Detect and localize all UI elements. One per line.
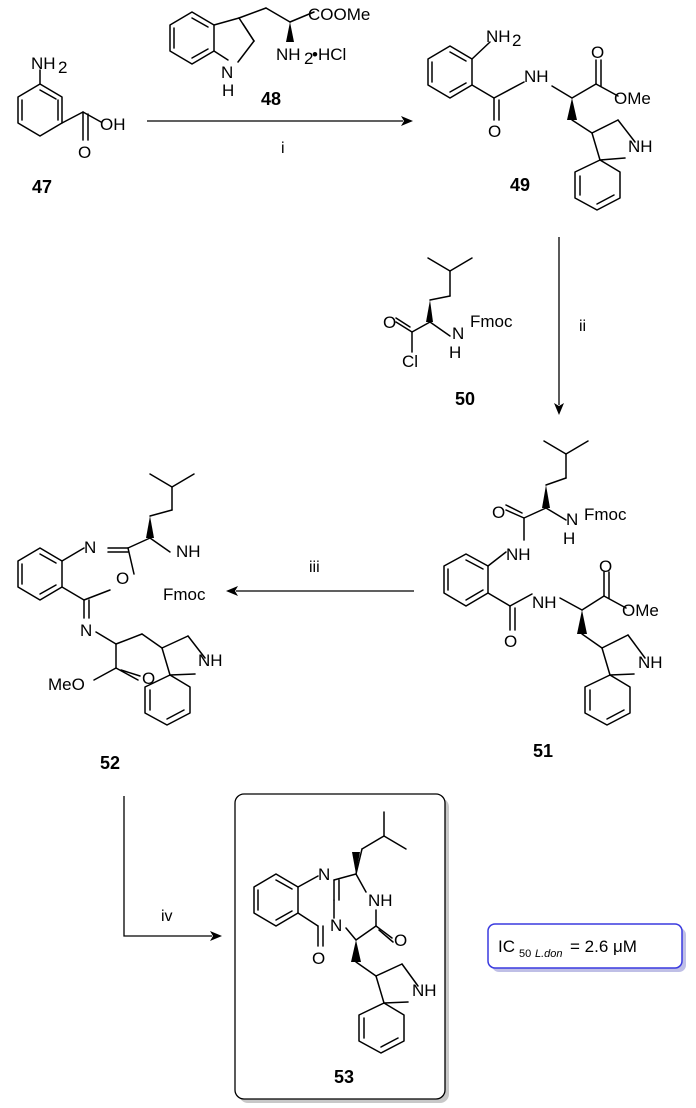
atom-nh-51b: NH (532, 593, 557, 612)
atom-nh-52: NH (176, 542, 201, 561)
atom-nh2-hcl: NH (276, 45, 301, 64)
atom-h-indole: H (222, 81, 234, 100)
ic50-value: = 2.6 μM (570, 937, 637, 956)
compound-label-49: 49 (510, 175, 530, 195)
ic50-sub-num: 50 (519, 948, 531, 960)
arrow-step-iii (226, 586, 414, 596)
atom-o-51b: O (504, 632, 517, 651)
atom-o-50: O (383, 313, 396, 332)
compound-52-structure: N O NH Fmoc N MeO O NH (17, 473, 223, 726)
atom-nh-53: NH (368, 891, 393, 910)
atom-coome: COOMe (308, 5, 370, 24)
atom-n-52b: N (80, 621, 92, 640)
atom-o-53a: O (312, 949, 325, 968)
compound-label-47: 47 (32, 177, 52, 197)
atom-sub-2: 2 (58, 58, 67, 77)
atom-n-53a: N (318, 865, 330, 884)
atom-fmoc-51: Fmoc (584, 505, 627, 524)
atom-ome-51: OMe (622, 601, 659, 620)
ic50-box (487, 923, 683, 969)
atom-nh2: NH (31, 54, 56, 73)
atom-o-ester-49: O (591, 43, 604, 62)
atom-o-amide-49: O (488, 122, 501, 141)
compound-label-48: 48 (261, 89, 281, 109)
compound-label-50: 50 (455, 389, 475, 409)
compound-51-structure: O N H Fmoc NH O NH O OMe NH (443, 440, 663, 726)
atom-hcl: •HCl (312, 45, 346, 64)
atom-o: O (78, 143, 91, 162)
atom-meo-52: MeO (48, 675, 85, 694)
arrow-step-iv (123, 796, 222, 941)
arrow-step-i (147, 116, 413, 126)
step-label-ii: ii (579, 318, 586, 335)
atom-nh-amide-49: NH (524, 67, 549, 86)
atom-o-51c: O (599, 557, 612, 576)
compound-48-structure: N H COOMe NH 2 •HCl (169, 5, 370, 100)
atom-oh: OH (100, 115, 126, 134)
step-label-iii: iii (309, 559, 320, 576)
atom-nh2-49: NH (486, 27, 511, 46)
atom-nh-indole-53: NH (412, 981, 437, 1000)
atom-n-51: N (566, 510, 578, 529)
atom-o-ring-52: O (116, 569, 129, 588)
atom-n-50: N (452, 324, 464, 343)
compound-49-structure: NH 2 NH O O OMe NH (427, 27, 653, 211)
atom-o-53b: O (394, 931, 407, 950)
arrow-step-ii (554, 237, 564, 415)
step-label-iv: iv (161, 908, 173, 925)
atom-sub-2b: 2 (304, 49, 313, 68)
compound-label-53: 53 (334, 1067, 354, 1087)
ic50-sub-organism: L.don (535, 948, 563, 960)
atom-n-53b: N (330, 916, 342, 935)
atom-cl-50: Cl (402, 352, 418, 371)
atom-nh-indole: N (221, 63, 233, 82)
compound-label-51: 51 (533, 741, 553, 761)
ic50-prefix: IC (498, 937, 515, 956)
compound-label-52: 52 (100, 753, 120, 773)
compound-53-structure: N NH O N O NH (253, 811, 437, 1054)
atom-fmoc-52: Fmoc (163, 585, 206, 604)
step-label-i: i (281, 140, 285, 157)
atom-ome-49: OMe (614, 89, 651, 108)
atom-h-51: H (563, 529, 575, 548)
atom-o-51a: O (492, 503, 505, 522)
compound-50-structure: O Cl N H Fmoc (383, 257, 513, 371)
atom-nh-indole-51: NH (638, 653, 663, 672)
atom-nh-51a: NH (506, 545, 531, 564)
atom-nh-indole-52: NH (198, 651, 223, 670)
atom-fmoc-50: Fmoc (470, 312, 513, 331)
atom-n-52a: N (84, 538, 96, 557)
atom-h-50: H (449, 343, 461, 362)
product-box (234, 793, 446, 1100)
compound-47-structure: NH 2 OH O (17, 54, 126, 162)
atom-sub-2c: 2 (512, 31, 521, 50)
atom-nh-indole-49: NH (628, 137, 653, 156)
